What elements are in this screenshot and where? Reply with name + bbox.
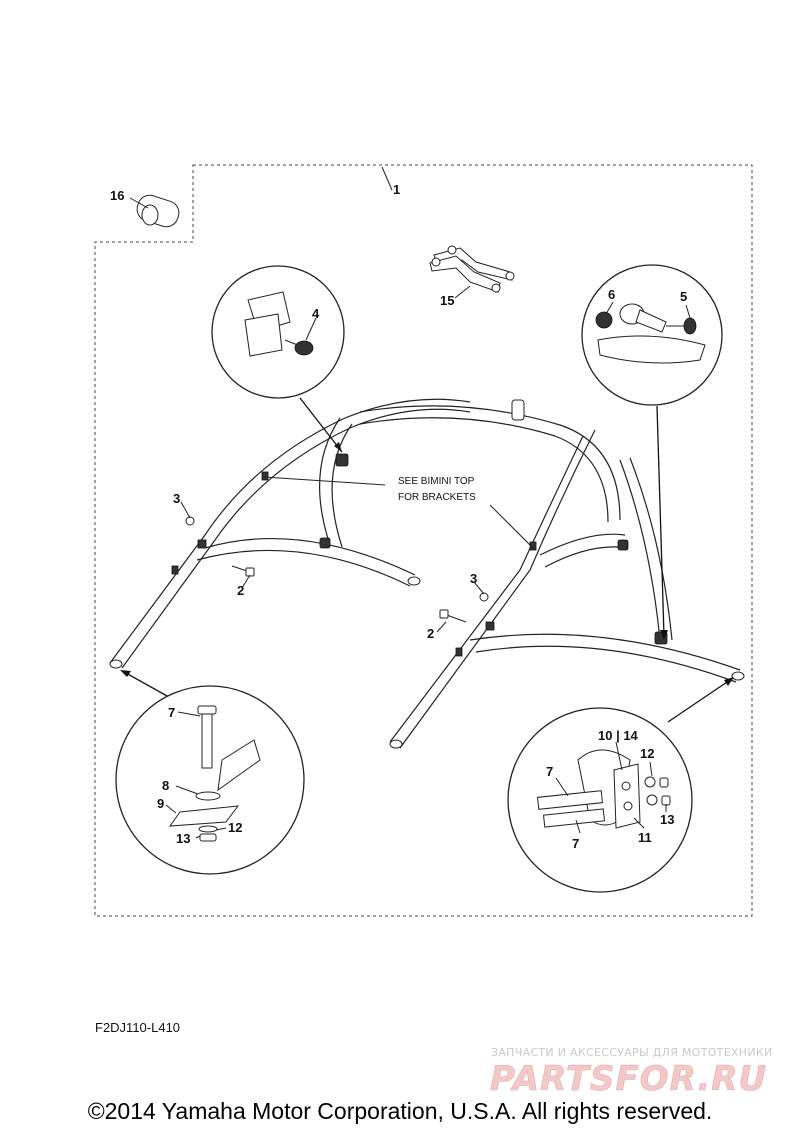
callout-3-right: 3: [470, 571, 477, 586]
callout-5: 5: [680, 289, 687, 304]
callout-6: 6: [608, 287, 615, 302]
diagram-code: F2DJ110-L410: [95, 1020, 180, 1035]
callout-12-left: 12: [228, 820, 242, 835]
callout-13-left: 13: [176, 831, 190, 846]
kit-boundary: [94, 164, 753, 917]
watermark-brand: PARTSFOR.RU: [490, 1059, 767, 1099]
detail-circle-knobs-5-6: [581, 264, 723, 406]
callout-9: 9: [157, 796, 164, 811]
callout-13-right: 13: [660, 812, 674, 827]
callout-3-left: 3: [173, 491, 180, 506]
note-line-2: FOR BRACKETS: [398, 492, 476, 503]
callout-7-right-top: 7: [546, 764, 553, 779]
screw-part-right: [439, 592, 489, 623]
callout-2-left: 2: [237, 583, 244, 598]
callout-10-14: 10 | 14: [598, 728, 639, 743]
detail-arrows: [120, 397, 734, 723]
detail-circle-base-mount-right: [507, 707, 693, 893]
callout-15: 15: [440, 293, 454, 308]
leader-lines: [129, 166, 534, 633]
callout-7-left: 7: [168, 705, 175, 720]
detail-circle-base-mount-left: [115, 685, 305, 875]
bracket-plates-part: [429, 245, 515, 293]
callout-16: 16: [110, 188, 124, 203]
end-cap-part: [136, 194, 180, 228]
copyright-notice: ©2014 Yamaha Motor Corporation, U.S.A. A…: [87, 1098, 713, 1124]
callout-1: 1: [393, 182, 400, 197]
watermark-tagline: ЗАПЧАСТИ И АКСЕССУАРЫ ДЛЯ МОТОТЕХНИКИ: [491, 1046, 773, 1059]
callout-11: 11: [638, 830, 652, 845]
callout-7-right-bottom: 7: [572, 836, 579, 851]
callout-12-right: 12: [640, 746, 654, 761]
tower-frame: [109, 398, 745, 749]
callout-4: 4: [312, 306, 320, 321]
callout-2-right: 2: [427, 626, 434, 641]
callout-8: 8: [162, 778, 169, 793]
note-line-1: SEE BIMINI TOP: [398, 476, 475, 487]
detail-circle-knob-4: [211, 265, 345, 399]
